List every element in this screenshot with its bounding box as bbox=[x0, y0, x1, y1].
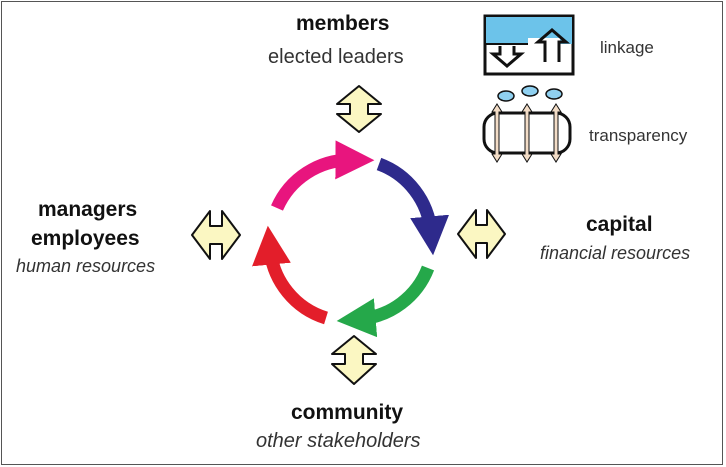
legend-transparency-label: transparency bbox=[589, 126, 688, 145]
top-title: members bbox=[296, 12, 390, 35]
linkage-icon bbox=[483, 14, 575, 76]
left-subtitle: human resources bbox=[16, 256, 156, 276]
red-cycle-arrow bbox=[252, 225, 329, 325]
right-title: capital bbox=[586, 213, 653, 236]
blue-cycle-arrow bbox=[376, 157, 450, 256]
left-title-managers: managers bbox=[38, 198, 138, 221]
bottom-double-arrow-icon bbox=[331, 335, 377, 385]
legend-linkage-label: linkage bbox=[600, 38, 654, 57]
bottom-subtitle: other stakeholders bbox=[256, 430, 421, 452]
pink-cycle-arrow bbox=[271, 140, 375, 211]
green-cycle-arrow bbox=[336, 265, 435, 338]
left-title-employees: employees bbox=[31, 227, 140, 250]
top-subtitle: elected leaders bbox=[268, 46, 404, 68]
top-double-arrow-icon bbox=[336, 85, 382, 133]
left-double-arrow-icon bbox=[191, 210, 241, 260]
right-subtitle: financial resources bbox=[540, 243, 691, 263]
right-double-arrow-icon bbox=[457, 209, 506, 259]
bottom-title: community bbox=[291, 401, 404, 424]
transparency-icon bbox=[482, 85, 572, 163]
